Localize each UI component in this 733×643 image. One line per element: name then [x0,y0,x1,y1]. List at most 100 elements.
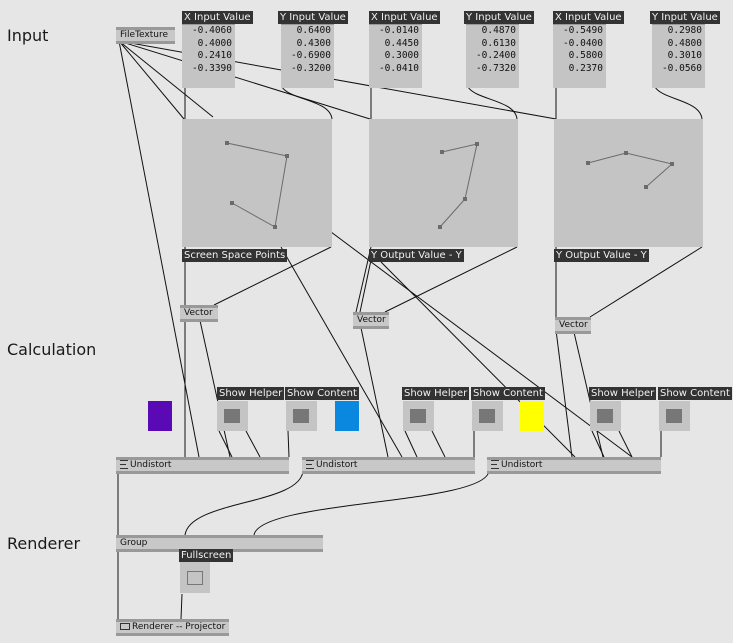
y-value: -0.2400 [475,50,516,61]
show-content-toggle-2[interactable] [472,401,503,431]
patch-cord [591,430,605,458]
y-input-value-box-3[interactable]: 0.2980 0.4800 0.3010 -0.0560 [652,24,705,88]
color-swatch-2[interactable] [335,401,359,431]
x-value: 0.5800 [568,50,603,61]
color-swatch-3[interactable] [520,401,544,431]
show-content-label-1: Show Content [285,387,359,400]
y-value: 0.4870 [481,25,516,36]
undistort-node-label: Undistort [116,460,171,470]
y-value: 0.4300 [296,37,331,49]
y-input-value-label-2: Y Input Value [464,11,534,24]
show-content-label-2: Show Content [471,387,545,400]
patch-cord [618,430,633,458]
menu-icon [120,460,128,469]
fullscreen-toggle[interactable] [180,562,210,593]
y-input-value-box-2[interactable]: 0.4870 0.6130 -0.2400 -0.7320 [466,24,519,88]
y-input-value-label-1: Y Input Value [278,11,348,24]
patch-cord [180,593,183,620]
undistort-node-1[interactable]: Undistort [116,457,289,474]
vector-node-label: Vector [357,315,386,325]
toggle-square-icon [597,409,613,423]
vector-node-2[interactable]: Vector [353,312,389,329]
y-value: -0.6900 [290,50,331,61]
show-helper-toggle-1[interactable] [217,401,248,431]
y-value: 0.6400 [296,25,331,36]
x-value: -0.0140 [378,25,419,36]
y-value: -0.7320 [475,62,516,74]
x-value: -0.0400 [562,37,603,49]
show-content-toggle-1[interactable] [286,401,317,431]
undistort-node-3[interactable]: Undistort [487,457,661,474]
patch-cord [431,430,446,458]
x-input-value-label-2: X Input Value [369,11,440,24]
x-input-value-label-3: X Input Value [553,11,624,24]
x-input-value-box-1[interactable]: -0.4060 0.4000 0.2410 -0.3390 [182,24,235,88]
menu-icon [491,460,499,469]
patch-cord [555,329,573,458]
y-output-value-label-3: Y Output Value - Y [554,249,649,262]
fullscreen-label: Fullscreen [179,549,234,562]
group-node-label: Group [120,538,148,548]
patch-cord [245,430,261,458]
y-input-value-label-3: Y Input Value [650,11,720,24]
patch-cord [467,86,518,120]
x-input-value-label-1: X Input Value [182,11,253,24]
x-value: -0.3390 [191,62,232,74]
show-helper-label-2: Show Helper [402,387,470,400]
x-value: 0.4000 [197,37,232,49]
toggle-square-icon [224,409,240,423]
patch-cord [404,430,418,458]
point-editor-1[interactable] [182,119,332,247]
x-value: 0.2370 [568,62,603,74]
patch-cord [118,40,185,120]
y-value: 0.3010 [667,50,702,61]
x-input-value-box-3[interactable]: -0.5490 -0.0400 0.5800 0.2370 [553,24,606,88]
patch-cord [253,470,490,536]
show-helper-label-3: Show Helper [589,387,657,400]
patch-cord [359,322,389,458]
x-value: -0.0410 [378,62,419,74]
window-icon [120,623,130,630]
show-helper-toggle-3[interactable] [590,401,621,431]
y-value: 0.6130 [481,37,516,49]
vector-node-label: Vector [184,308,213,318]
patch-cord [281,86,333,120]
point-editor-3[interactable] [554,119,703,247]
color-swatch-1[interactable] [148,401,172,431]
section-title-renderer: Renderer [7,534,81,553]
toggle-square-icon [666,409,682,423]
x-value: 0.3000 [384,50,419,61]
undistort-node-label: Undistort [302,460,357,470]
filetexture-node[interactable]: FileTexture [116,27,175,44]
y-input-value-box-1[interactable]: 0.6400 0.4300 -0.6900 -0.3200 [281,24,334,88]
renderer-projector-node[interactable]: Renderer -- Projector [116,619,229,636]
y-value: 0.2980 [667,25,702,36]
y-value: -0.3200 [290,62,331,74]
x-value: 0.2410 [197,50,232,61]
vector-node-3[interactable]: Vector [555,317,591,334]
patch-cord [287,430,290,458]
x-input-value-box-2[interactable]: -0.0140 0.4450 0.3000 -0.0410 [369,24,422,88]
x-value: -0.4060 [191,25,232,36]
toggle-square-icon [410,409,426,423]
undistort-node-label: Undistort [487,460,542,470]
renderer-node-label: Renderer -- Projector [116,622,225,632]
section-title-calculation: Calculation [7,340,97,359]
undistort-node-2[interactable]: Undistort [302,457,475,474]
patch-cord [218,430,233,458]
patch-cord [654,86,703,120]
y-value: -0.0560 [661,62,702,74]
window-square-icon [187,571,203,585]
toggle-square-icon [479,409,495,423]
show-helper-label-1: Show Helper [217,387,285,400]
y-value: 0.4800 [667,37,702,49]
point-editor-2[interactable] [369,119,518,247]
show-helper-toggle-2[interactable] [403,401,434,431]
vector-node-1[interactable]: Vector [180,305,218,322]
vector-node-label: Vector [559,320,588,330]
show-content-toggle-3[interactable] [659,401,690,431]
x-value: -0.5490 [562,25,603,36]
patch-cord [359,259,372,313]
x-value: 0.4450 [384,37,419,49]
toggle-square-icon [293,409,309,423]
